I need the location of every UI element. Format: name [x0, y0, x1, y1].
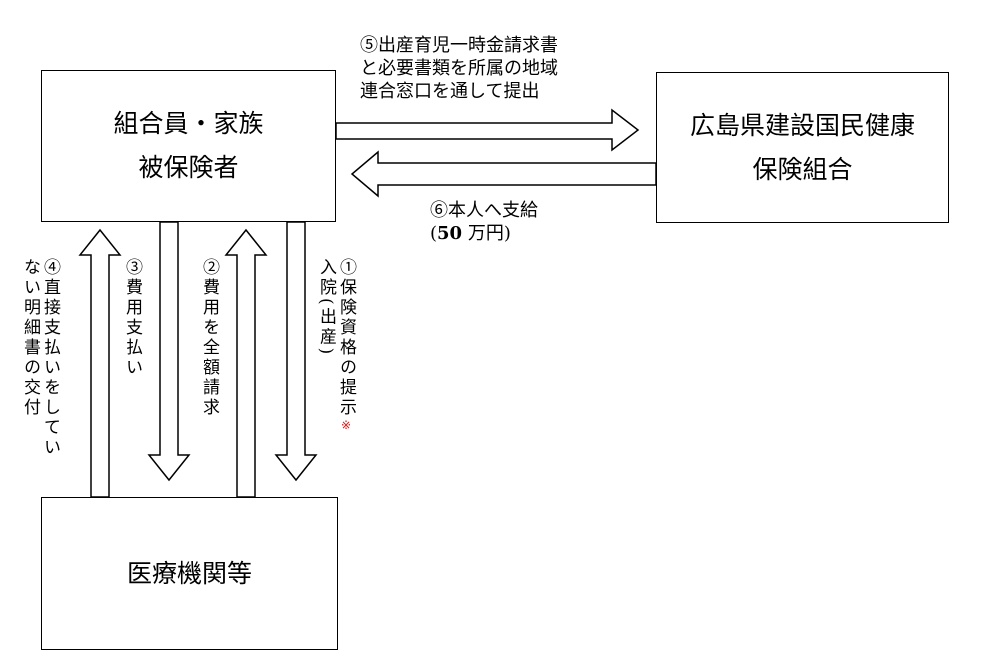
arrow-step6-payment — [350, 150, 657, 198]
insurer-label-line2: 保険組合 — [752, 154, 853, 184]
step1-col2: 入院(出産) — [316, 258, 336, 358]
hospital-box: 医療機関等 — [41, 497, 338, 650]
step6-amount-number: 50 — [437, 223, 463, 244]
step1-col1-text: ①保険資格の提示 — [336, 258, 356, 418]
step3-text: ③費用支払い — [122, 258, 142, 378]
step5-line1: ⑤出産育児一時金請求書 — [360, 35, 558, 56]
step6-amount-open: ( — [430, 223, 438, 244]
step1-col1: ①保険資格の提示※ — [336, 258, 356, 435]
step4-text: ④直接支払いをしてい ない明細書の交付 — [20, 258, 60, 458]
member-label-line2: 被保険者 — [138, 153, 239, 182]
arrow-step3-payment — [147, 221, 191, 482]
insurer-box: 広島県建設国民健康 保険組合 — [656, 72, 949, 223]
step3-col1: ③費用支払い — [122, 258, 142, 378]
arrow-step4-statement — [78, 228, 122, 498]
step5-text: ⑤出産育児一時金請求書 と必要書類を所属の地域 連合窓口を通して提出 — [360, 34, 558, 103]
arrow-step5-submit — [335, 108, 640, 152]
step2-text: ②費用を全額請求 — [199, 258, 219, 418]
hospital-label: 医療機関等 — [126, 558, 252, 588]
step6-line1: ⑥本人へ支給 — [430, 200, 538, 221]
step1-note-mark: ※ — [339, 418, 353, 435]
step6-line2: (50 万円) — [430, 222, 538, 245]
step6-text: ⑥本人へ支給 (50 万円) — [430, 199, 538, 245]
step1-text: ①保険資格の提示※ 入院(出産) — [316, 258, 356, 435]
step6-amount-rest: 万円) — [462, 223, 511, 244]
step5-line2: と必要書類を所属の地域 — [360, 58, 558, 79]
step4-col1: ④直接支払いをしてい — [40, 258, 60, 458]
step5-line3: 連合窓口を通して提出 — [360, 81, 540, 102]
insurer-label-line1: 広島県建設国民健康 — [689, 110, 915, 140]
arrow-step2-billing — [224, 228, 268, 498]
member-box: 組合員・家族 被保険者 — [41, 70, 336, 222]
step2-col1: ②費用を全額請求 — [199, 258, 219, 418]
step4-col2: ない明細書の交付 — [20, 258, 40, 418]
arrow-step1-admission — [274, 221, 318, 482]
member-label-line1: 組合員・家族 — [113, 109, 264, 139]
